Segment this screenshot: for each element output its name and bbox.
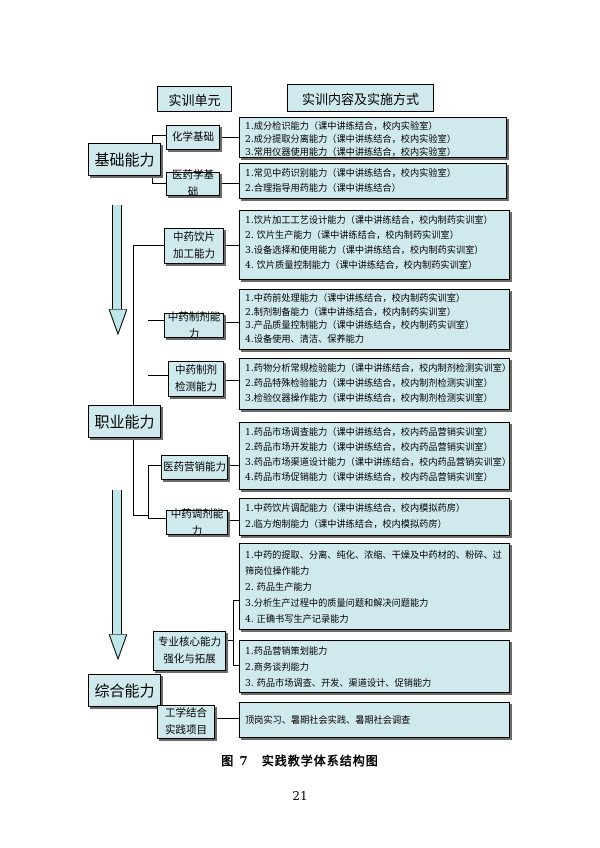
content-item: 4. 饮片质量控制能力（课中讲练结合，校内制药实训室） bbox=[245, 260, 478, 271]
content-item: 1.成分检识能力（课中讲练结合，校内实验室） bbox=[245, 121, 438, 132]
content-item: 3.设备选择和使用能力（课中讲练结合，校内制药实训室） bbox=[245, 245, 484, 256]
content-dispensing: 1.中药饮片调配能力（课中讲练结合，校内模拟药房） 2.临方炮制能力（课中讲练结… bbox=[239, 498, 510, 536]
connector bbox=[233, 600, 234, 665]
content-herb-processing: 1.饮片加工工艺设计能力（课中讲练结合，校内制药实训室） 2. 饮片生产能力（课… bbox=[239, 210, 510, 280]
figure-caption: 图 7 实践教学体系结构图 bbox=[221, 754, 379, 768]
content-item: 1.药品营销策划能力 bbox=[245, 646, 328, 657]
content-item: 4.设备使用、清洁、保养能力 bbox=[245, 333, 365, 345]
connector bbox=[224, 245, 239, 246]
connector bbox=[224, 380, 239, 381]
connector bbox=[220, 183, 239, 184]
connector bbox=[215, 718, 239, 719]
content-item: 2.商务谈判能力 bbox=[245, 662, 309, 673]
page-number: 21 bbox=[292, 789, 308, 803]
header-content: 实训内容及实施方式 bbox=[287, 84, 434, 112]
content-preparation: 1.中药前处理能力（课中讲练结合，校内制药实训室） 2.制剂制备能力（课中讲练结… bbox=[239, 289, 510, 350]
unit-label: 中药制剂检测能力 bbox=[175, 364, 217, 393]
connector bbox=[228, 465, 239, 466]
connector bbox=[148, 375, 168, 376]
category-basic: 基础能力 bbox=[88, 143, 161, 176]
connector bbox=[224, 322, 239, 323]
content-work-study: 顶岗实习、暑期社会实践、暑期社会调查 bbox=[239, 702, 510, 738]
header-unit: 实训单元 bbox=[157, 86, 232, 112]
connector bbox=[148, 518, 166, 519]
content-core-production: 1.中药的提取、分离、纯化、浓缩、干燥及中药材的、粉碎、过筛岗位操作能力 2. … bbox=[239, 543, 510, 630]
content-item: 2.合理指导用药能力（课中讲练结合） bbox=[245, 183, 401, 194]
connector bbox=[220, 137, 239, 138]
unit-core-extension: 专业核心能力强化与拓展 bbox=[153, 631, 226, 671]
content-item: 2.制剂制备能力（课中讲练结合，校内制药实训室） bbox=[245, 306, 456, 318]
content-item: 1.中药前处理能力（课中讲练结合，校内制药实训室） bbox=[245, 293, 466, 304]
content-item: 1.常见中药识别能力（课中讲练结合，校内实验室） bbox=[245, 168, 456, 179]
connector bbox=[233, 600, 239, 601]
content-marketing: 1.药品市场调查能力（课中讲练结合，校内药品营销实训室） 2.药品市场开发能力（… bbox=[239, 422, 512, 490]
content-item: 2. 饮片生产能力（课中讲练结合，校内制药实训室） bbox=[245, 230, 459, 241]
unit-preparation: 中药制剂能力 bbox=[164, 311, 224, 340]
content-medical-basics: 1.常见中药识别能力（课中讲练结合，校内实验室） 2.合理指导用药能力（课中讲练… bbox=[239, 163, 507, 199]
content-item: 2.成分提取分离能力（课中讲练结合，校内实验室） bbox=[245, 134, 456, 145]
content-item: 2.临方炮制能力（课中讲练结合，校内模拟药房） bbox=[245, 519, 447, 530]
connector bbox=[152, 135, 166, 136]
unit-label: 工学结合实践项目 bbox=[165, 707, 207, 736]
category-professional: 职业能力 bbox=[88, 405, 161, 438]
unit-work-study: 工学结合实践项目 bbox=[157, 705, 215, 739]
content-item: 2.药品特殊检验能力（课中讲练结合，校内制剂检测实训室） bbox=[245, 378, 493, 389]
content-item: 3.产品质量控制能力（课中讲练结合，校内制药实训室） bbox=[245, 320, 475, 331]
content-item: 2. 药品生产能力 bbox=[245, 582, 312, 593]
content-item: 顶岗实习、暑期社会实践、暑期社会调查 bbox=[245, 714, 411, 726]
unit-marketing: 医药营销能力 bbox=[161, 455, 228, 480]
content-item: 3.检验仪器操作能力（课中讲练结合，校内制剂检测实训室） bbox=[245, 393, 493, 404]
content-item: 1.药物分析常规检验能力（课中讲练结合，校内制剂检测实训室） bbox=[245, 363, 512, 374]
down-arrow-icon bbox=[109, 205, 127, 335]
connector bbox=[226, 640, 234, 641]
unit-chemistry: 化学基础 bbox=[166, 125, 220, 150]
connector bbox=[133, 245, 164, 246]
content-preparation-testing: 1.药物分析常规检验能力（课中讲练结合，校内制剂检测实训室） 2.药品特殊检验能… bbox=[239, 358, 512, 410]
connector bbox=[228, 520, 239, 521]
content-item: 1.饮片加工工艺设计能力（课中讲练结合，校内制药实训室） bbox=[245, 215, 493, 226]
content-item: 4. 正确书写生产记录能力 bbox=[245, 614, 349, 625]
content-item: 3.常用仪器使用能力（课中讲练结合，校内实验室） bbox=[245, 147, 456, 158]
connector bbox=[148, 465, 149, 519]
unit-preparation-testing: 中药制剂检测能力 bbox=[168, 361, 224, 397]
unit-label: 专业核心能力强化与拓展 bbox=[158, 636, 221, 665]
unit-medical-basics: 医药学基础 bbox=[166, 169, 220, 198]
content-item: 2.药品市场开发能力（课中讲练结合，校内药品营销实训室） bbox=[245, 442, 493, 453]
content-core-marketing: 1.药品营销策划能力 2.商务谈判能力 3. 药品市场调查、开发、渠道设计、促销… bbox=[239, 640, 510, 693]
content-item: 3.分析生产过程中的质量问题和解决问题能力 bbox=[245, 598, 429, 609]
connector bbox=[148, 465, 161, 466]
content-item: 3.药品市场渠道设计能力（课中讲练结合，校内药品营销实训室） bbox=[245, 457, 512, 468]
unit-herb-processing: 中药饮片加工能力 bbox=[164, 228, 224, 264]
content-item: 1.中药饮片调配能力（课中讲练结合，校内模拟药房） bbox=[245, 503, 466, 514]
connector bbox=[152, 183, 166, 184]
unit-dispensing: 中药调剂能力 bbox=[166, 508, 228, 537]
connector bbox=[133, 515, 148, 516]
category-comprehensive: 综合能力 bbox=[88, 674, 161, 707]
connector bbox=[233, 665, 239, 666]
down-arrow-icon bbox=[109, 490, 127, 660]
connector bbox=[148, 320, 164, 321]
content-item: 1.药品市场调查能力（课中讲练结合，校内药品营销实训室） bbox=[245, 427, 493, 438]
content-item: 4.药品市场促销能力（课中讲练结合，校内药品营销实训室） bbox=[245, 472, 493, 483]
content-chemistry: 1.成分检识能力（课中讲练结合，校内实验室） 2.成分提取分离能力（课中讲练结合… bbox=[239, 117, 507, 158]
connector bbox=[133, 245, 134, 515]
content-item: 1.中药的提取、分离、纯化、浓缩、干燥及中药材的、粉碎、过筛岗位操作能力 bbox=[245, 550, 502, 577]
unit-label: 中药饮片加工能力 bbox=[173, 231, 215, 260]
content-item: 3. 药品市场调查、开发、渠道设计、促销能力 bbox=[245, 678, 432, 689]
